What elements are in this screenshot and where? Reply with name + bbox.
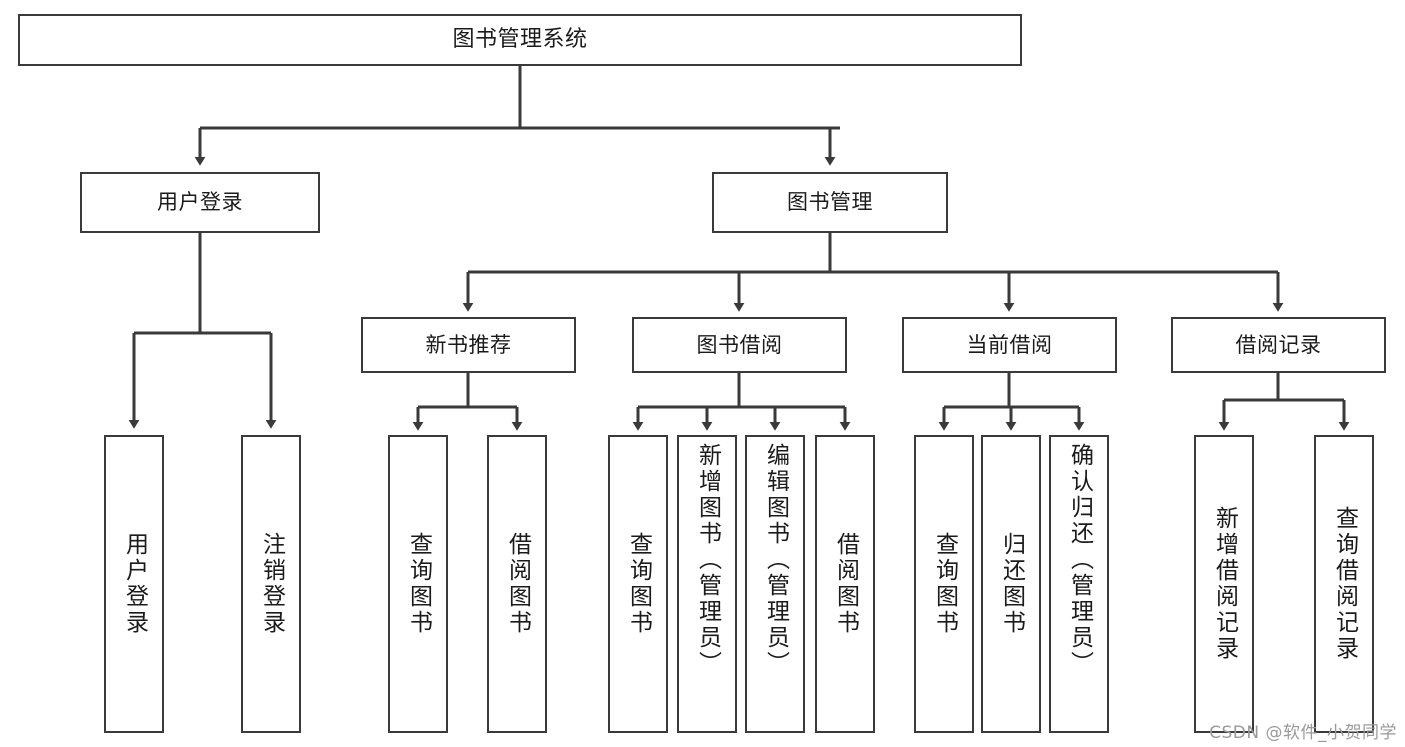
node-leaf-logout-login-label: 注销登录 xyxy=(258,532,285,636)
node-leaf-query-borrow-record[interactable]: 查询借阅记录 xyxy=(1314,435,1374,733)
node-leaf-edit-book-label: 编辑图书（管理员） xyxy=(762,443,789,677)
node-leaf-user-login[interactable]: 用户登录 xyxy=(104,435,164,733)
node-leaf-borrow-book-2-label: 借阅图书 xyxy=(832,532,859,636)
node-leaf-borrow-book-2[interactable]: 借阅图书 xyxy=(815,435,875,733)
node-leaf-query-book-1-label: 查询图书 xyxy=(405,532,432,636)
node-leaf-borrow-book-1[interactable]: 借阅图书 xyxy=(487,435,547,733)
node-leaf-logout-login[interactable]: 注销登录 xyxy=(241,435,301,733)
node-current-borrow[interactable]: 当前借阅 xyxy=(902,317,1117,373)
node-leaf-add-book-label: 新增图书（管理员） xyxy=(694,443,721,677)
node-user-login[interactable]: 用户登录 xyxy=(80,172,320,233)
node-leaf-add-borrow-record-label: 新增借阅记录 xyxy=(1211,506,1238,662)
node-leaf-edit-book[interactable]: 编辑图书（管理员） xyxy=(745,435,805,733)
node-root[interactable]: 图书管理系统 xyxy=(18,14,1022,66)
node-leaf-add-borrow-record[interactable]: 新增借阅记录 xyxy=(1194,435,1254,733)
node-borrow-record-label: 借阅记录 xyxy=(1235,332,1322,357)
node-current-borrow-label: 当前借阅 xyxy=(966,332,1053,357)
node-leaf-confirm-return-label: 确认归还（管理员） xyxy=(1066,443,1093,677)
node-leaf-query-book-3-label: 查询图书 xyxy=(931,532,958,636)
node-new-book-recommend[interactable]: 新书推荐 xyxy=(361,317,576,373)
node-root-label: 图书管理系统 xyxy=(452,27,588,53)
node-leaf-query-borrow-record-label: 查询借阅记录 xyxy=(1331,506,1358,662)
node-borrow-record[interactable]: 借阅记录 xyxy=(1171,317,1386,373)
node-leaf-add-book[interactable]: 新增图书（管理员） xyxy=(677,435,737,733)
node-user-login-label: 用户登录 xyxy=(157,190,243,215)
node-leaf-query-book-2[interactable]: 查询图书 xyxy=(608,435,668,733)
node-leaf-borrow-book-1-label: 借阅图书 xyxy=(504,532,531,636)
node-book-management-label: 图书管理 xyxy=(787,190,873,215)
node-leaf-confirm-return[interactable]: 确认归还（管理员） xyxy=(1049,435,1109,733)
watermark-text: CSDN @软件_小贺同学 xyxy=(1209,723,1397,743)
node-book-borrow-label: 图书借阅 xyxy=(696,332,783,357)
node-leaf-query-book-2-label: 查询图书 xyxy=(625,532,652,636)
node-leaf-query-book-3[interactable]: 查询图书 xyxy=(914,435,974,733)
node-leaf-user-login-label: 用户登录 xyxy=(121,532,148,636)
node-book-borrow[interactable]: 图书借阅 xyxy=(632,317,847,373)
node-book-management[interactable]: 图书管理 xyxy=(712,172,948,233)
node-new-book-recommend-label: 新书推荐 xyxy=(425,332,512,357)
node-leaf-query-book-1[interactable]: 查询图书 xyxy=(388,435,448,733)
node-leaf-return-book[interactable]: 归还图书 xyxy=(981,435,1041,733)
node-leaf-return-book-label: 归还图书 xyxy=(998,532,1025,636)
